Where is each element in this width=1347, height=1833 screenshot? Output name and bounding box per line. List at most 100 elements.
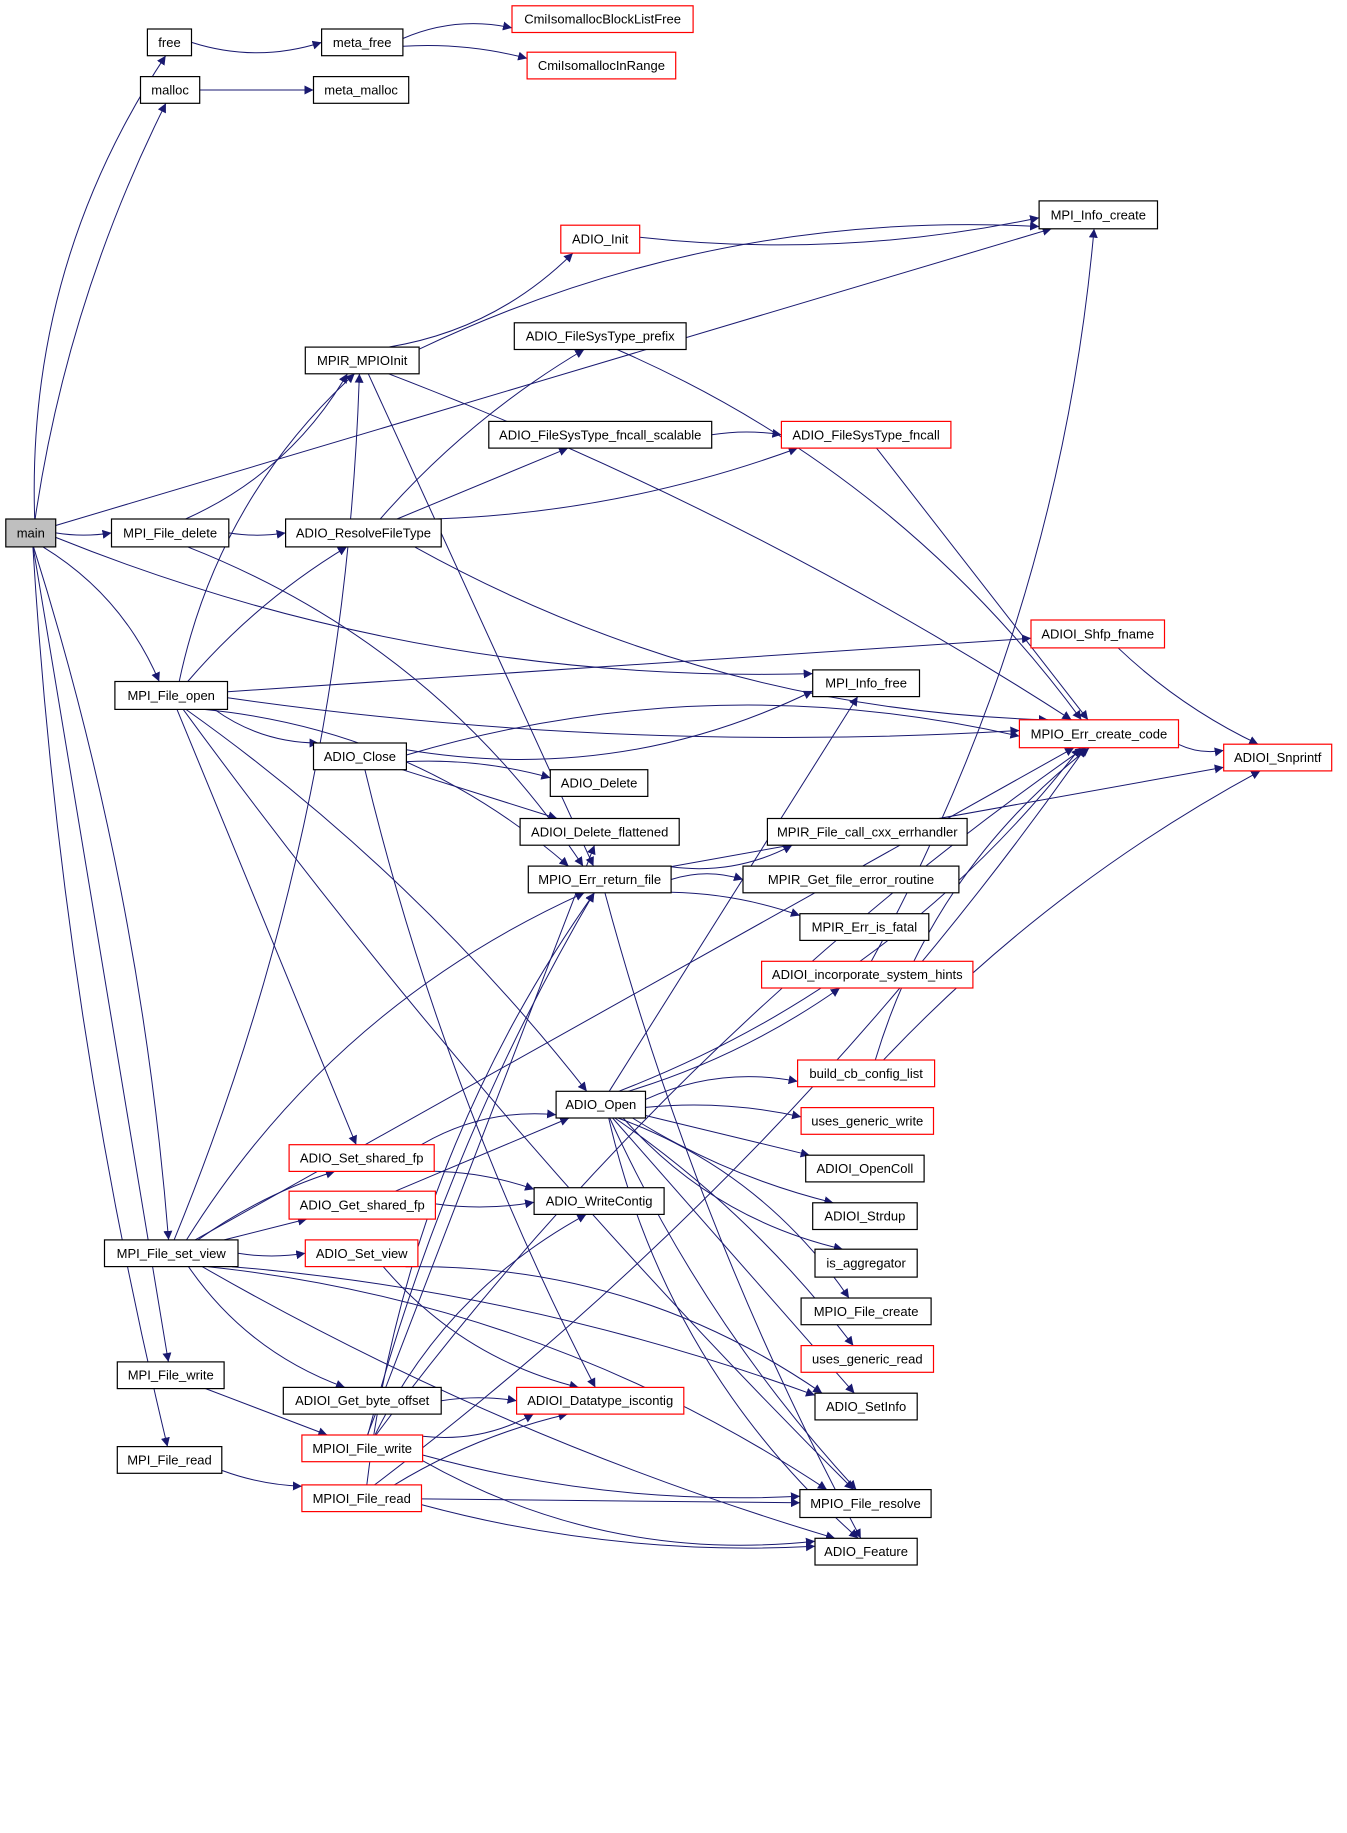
edge-meta-free-to-cmiisomallocinrange [402, 45, 528, 61]
node-malloc[interactable]: malloc [139, 75, 201, 104]
node-mpir-get-file-error-routine[interactable]: MPIR_Get_file_error_routine [742, 865, 960, 894]
edge-mpir-mpioinit-to-mpio-err-create-code [388, 373, 1072, 721]
node-adio-set-shared-fp[interactable]: ADIO_Set_shared_fp [288, 1144, 435, 1172]
node-box [103, 1239, 239, 1268]
node-box [742, 865, 960, 894]
edge-mpir-mpioinit-to-adio-init [388, 252, 574, 348]
node-box [799, 1488, 932, 1519]
edge-adio-open-to-build-cb-config-list [645, 1075, 798, 1100]
edge-main-to-free [33, 55, 167, 520]
node-adioi-shfp-fname[interactable]: ADIOI_Shfp_fname [1030, 619, 1166, 649]
node-build-cb-config-list[interactable]: build_cb_config_list [796, 1059, 936, 1088]
edge-adio-open-to-adioi-incorporate-system-hints [628, 987, 841, 1092]
node-label: CmiIsomallocInRange [538, 58, 665, 73]
edge-main-to-mpi-file-delete [55, 529, 112, 539]
node-label: ADIOI_OpenColl [816, 1161, 913, 1176]
node-uses-generic-read[interactable]: uses_generic_read [800, 1344, 935, 1373]
edge-mpioi-file-write-to-adio-feature [422, 1460, 816, 1547]
node-adioi-incorporate-system-hints[interactable]: ADIOI_incorporate_system_hints [760, 960, 974, 989]
node-mpi-file-set-view[interactable]: MPI_File_set_view [103, 1239, 239, 1268]
node-label: MPIR_MPIOInit [317, 353, 408, 368]
node-mpi-info-free[interactable]: MPI_Info_free [812, 669, 921, 698]
node-uses-generic-write[interactable]: uses_generic_write [800, 1106, 935, 1135]
node-adio-setinfo[interactable]: ADIO_SetInfo [814, 1392, 918, 1421]
edge-mpi-file-set-view-to-adio-setinfo [231, 1266, 816, 1397]
node-main[interactable]: main [5, 518, 57, 548]
node-label: MPIR_Get_file_error_routine [768, 872, 934, 887]
node-mpi-file-write[interactable]: MPI_File_write [116, 1361, 225, 1390]
node-mpioi-file-write[interactable]: MPIOI_File_write [301, 1434, 424, 1463]
node-mpio-err-return-file[interactable]: MPIO_Err_return_file [527, 865, 672, 894]
node-mpi-file-delete[interactable]: MPI_File_delete [110, 518, 230, 548]
node-label: MPIO_Err_create_code [1031, 726, 1168, 741]
edge-mpir-mpioinit-to-mpio-err-return-file [367, 373, 594, 867]
node-adioi-snprintf[interactable]: ADIOI_Snprintf [1223, 743, 1333, 772]
node-label: ADIO_Feature [824, 1544, 908, 1559]
edge-mpi-file-open-to-adio-open [185, 708, 588, 1092]
node-mpio-err-create-code[interactable]: MPIO_Err_create_code [1018, 719, 1180, 749]
node-adio-init[interactable]: ADIO_Init [560, 224, 641, 254]
node-adio-filesystype-prefix[interactable]: ADIO_FileSysType_prefix [513, 322, 687, 351]
node-cmiisomallocblocklistfree[interactable]: CmiIsomallocBlockListFree [511, 5, 694, 34]
node-meta-malloc[interactable]: meta_malloc [312, 75, 410, 104]
edge-adio-get-shared-fp-to-adio-writecontig [435, 1199, 535, 1209]
node-adio-delete[interactable]: ADIO_Delete [549, 769, 649, 798]
node-label: MPIO_Err_return_file [538, 872, 661, 887]
node-adio-feature[interactable]: ADIO_Feature [814, 1537, 918, 1566]
node-adio-writecontig[interactable]: ADIO_WriteContig [533, 1187, 665, 1215]
node-adio-close[interactable]: ADIO_Close [312, 742, 408, 771]
node-box [805, 1154, 925, 1183]
edges-layer [32, 21, 1261, 1552]
edge-mpi-file-set-view-to-mpio-err-return-file [186, 892, 585, 1241]
node-adioi-delete-flattened[interactable]: ADIOI_Delete_flattened [519, 817, 680, 846]
node-mpi-info-create[interactable]: MPI_Info_create [1038, 200, 1159, 230]
node-label: MPI_File_delete [123, 525, 217, 540]
node-box [321, 28, 404, 57]
edge-mpi-file-set-view-to-mpir-mpioinit [173, 373, 364, 1241]
node-label: MPI_File_set_view [117, 1246, 227, 1261]
node-meta-free[interactable]: meta_free [321, 28, 404, 57]
node-box [796, 1059, 936, 1088]
node-mpir-file-call-cxx-errhandler[interactable]: MPIR_File_call_cxx_errhandler [766, 817, 968, 846]
node-adioi-strdup[interactable]: ADIOI_Strdup [812, 1202, 918, 1231]
node-mpi-file-read[interactable]: MPI_File_read [116, 1445, 223, 1474]
node-label: MPIO_File_create [814, 1304, 919, 1319]
edge-mpi-file-open-to-adio-close [214, 708, 319, 748]
node-adioi-get-byte-offset[interactable]: ADIOI_Get_byte_offset [282, 1386, 442, 1415]
edge-adio-filesystype-fncall-scalable-to-adio-filesystype-fncall [711, 428, 782, 438]
node-box [282, 1386, 442, 1415]
node-free[interactable]: free [146, 28, 193, 57]
node-label: is_aggregator [826, 1256, 906, 1271]
edge-mpioi-file-write-to-adioi-delete-flattened [366, 845, 596, 1436]
node-adio-filesystype-fncall-scalable[interactable]: ADIO_FileSysType_fncall_scalable [488, 420, 713, 449]
node-label: ADIOI_Get_byte_offset [295, 1393, 430, 1408]
edge-main-to-mpi-file-open [42, 546, 160, 682]
node-adio-get-shared-fp[interactable]: ADIO_Get_shared_fp [288, 1190, 437, 1220]
node-label: ADIO_Delete [561, 776, 638, 791]
node-adio-filesystype-fncall[interactable]: ADIO_FileSysType_fncall [780, 420, 952, 449]
node-box [560, 224, 641, 254]
node-cmiisomallocinrange[interactable]: CmiIsomallocInRange [526, 51, 677, 80]
node-adio-set-view[interactable]: ADIO_Set_view [304, 1239, 419, 1268]
node-adio-open[interactable]: ADIO_Open [555, 1090, 647, 1119]
node-label: meta_free [333, 35, 392, 50]
node-mpio-file-create[interactable]: MPIO_File_create [800, 1297, 932, 1326]
node-adioi-datatype-iscontig[interactable]: ADIOI_Datatype_iscontig [515, 1386, 685, 1415]
edge-adio-open-to-mpio-err-create-code [618, 747, 1081, 1092]
node-mpir-mpioinit[interactable]: MPIR_MPIOInit [304, 346, 420, 375]
node-adioi-opencoll[interactable]: ADIOI_OpenColl [805, 1154, 925, 1183]
node-mpio-file-resolve[interactable]: MPIO_File_resolve [799, 1488, 932, 1519]
node-box [304, 1239, 419, 1268]
node-mpioi-file-read[interactable]: MPIOI_File_read [301, 1484, 423, 1513]
node-mpir-err-is-fatal[interactable]: MPIR_Err_is_fatal [799, 913, 930, 942]
edge-meta-free-to-cmiisomallocblocklistfree [402, 21, 513, 39]
node-label: ADIO_Init [572, 232, 629, 247]
node-is-aggregator[interactable]: is_aggregator [814, 1248, 918, 1278]
node-adio-resolvefiletype[interactable]: ADIO_ResolveFileType [285, 518, 442, 548]
node-box [814, 1392, 918, 1421]
edge-mpi-file-write-to-mpioi-file-write [205, 1388, 328, 1437]
node-box [1018, 719, 1180, 749]
edge-adio-open-to-adioi-strdup [632, 1117, 834, 1206]
edge-main-to-mpi-file-read [32, 546, 170, 1447]
node-mpi-file-open[interactable]: MPI_File_open [114, 680, 229, 710]
